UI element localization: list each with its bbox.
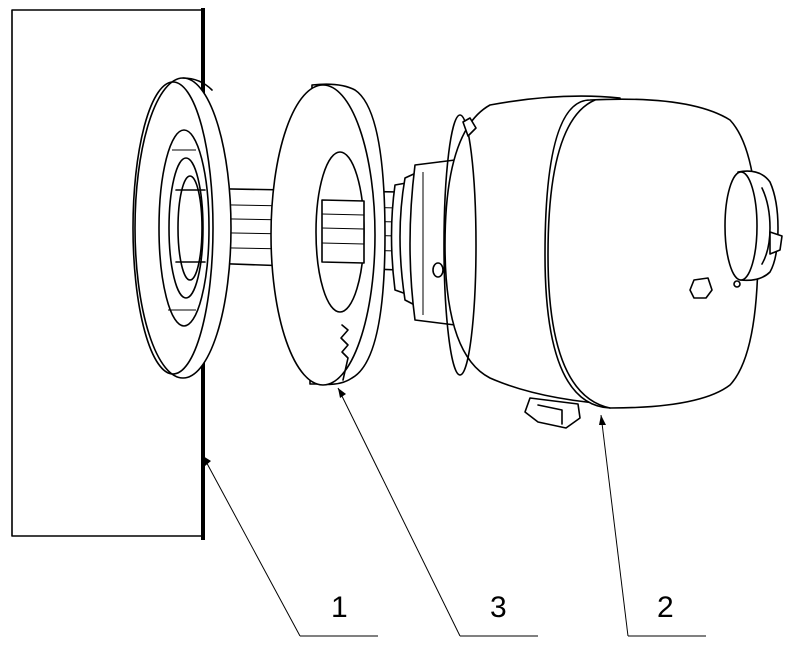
callout-number-3: 3 [490, 591, 507, 624]
callout-number-1: 1 [331, 591, 348, 624]
leader-line-3 [337, 387, 538, 637]
callout-number-2: 2 [657, 591, 674, 624]
leader-line-1 [202, 455, 378, 637]
wall-flange [132, 77, 232, 379]
callout-labels: 1 3 2 [331, 591, 674, 624]
collar-ring [270, 83, 386, 386]
motor-coupling [390, 159, 456, 326]
motor-housing [443, 95, 783, 429]
leader-line-2 [599, 414, 706, 637]
leader-lines [202, 387, 706, 637]
